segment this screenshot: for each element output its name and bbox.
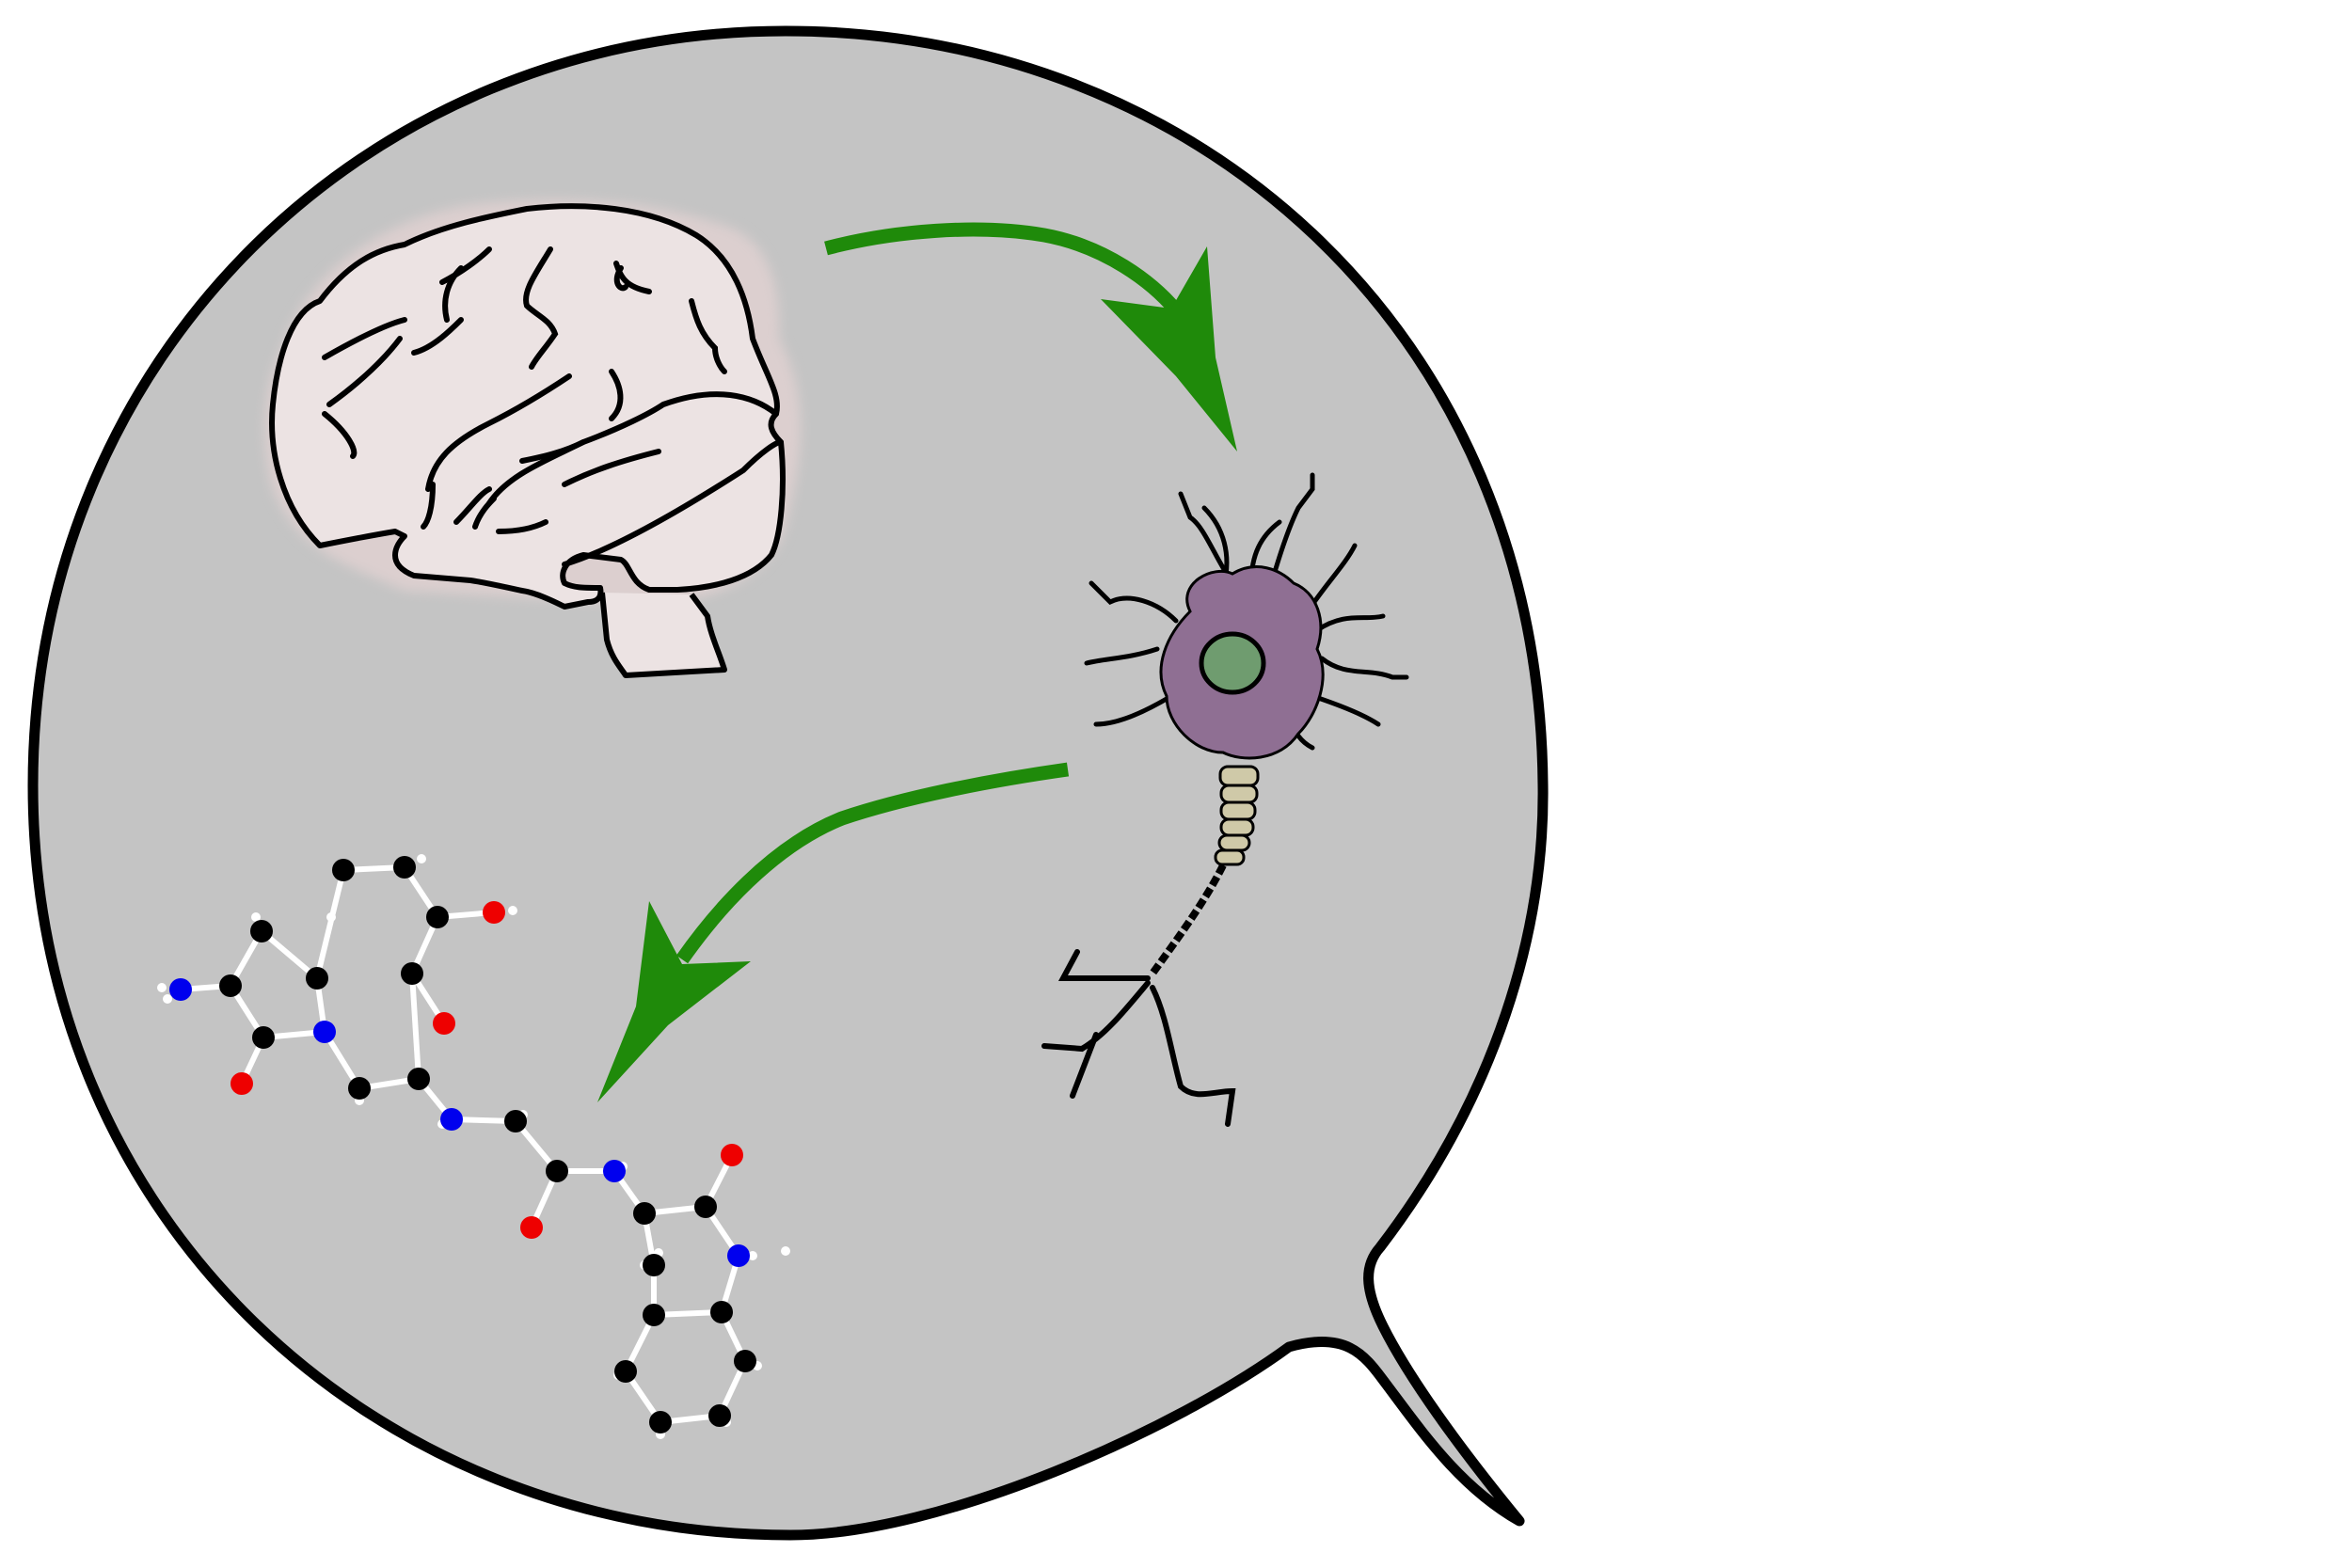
- oxygen-atom: [721, 1144, 743, 1166]
- arrow-shaft: [824, 222, 1182, 315]
- carbon-atom: [407, 1068, 430, 1090]
- brain-stem: [599, 592, 727, 678]
- nitrogen-atom: [727, 1244, 750, 1267]
- arrow-shaft: [675, 762, 1070, 964]
- oxygen-atom: [433, 1012, 455, 1035]
- carbon-atom: [710, 1301, 733, 1323]
- nitrogen-atom: [440, 1108, 463, 1131]
- brain-icon: [264, 199, 802, 678]
- bond: [314, 869, 346, 979]
- hydrogen-atom: [251, 912, 261, 922]
- carbon-atom: [708, 1404, 731, 1427]
- oxygen-atom: [520, 1216, 543, 1239]
- carbon-atom: [252, 1026, 275, 1049]
- hydrogen-atom: [326, 912, 336, 922]
- bond: [260, 928, 319, 981]
- axon-terminals: [1041, 949, 1236, 1127]
- arrow-head: [1101, 246, 1237, 451]
- arrow-brain-to-neuron: [824, 222, 1237, 451]
- carbon-atom: [694, 1196, 717, 1218]
- carbon-atom: [504, 1110, 527, 1132]
- hydrogen-atom: [508, 906, 517, 915]
- carbon-atom: [306, 967, 328, 990]
- speech-bubble: [27, 25, 1549, 1541]
- hydrogen-atom: [163, 994, 172, 1004]
- carbon-atom: [219, 974, 242, 997]
- bond: [409, 973, 421, 1080]
- carbon-atom: [401, 962, 423, 985]
- axon: [1149, 863, 1227, 976]
- carbon-atom: [734, 1350, 756, 1372]
- hydrogen-atom: [157, 983, 167, 992]
- carbon-atom: [643, 1254, 665, 1276]
- neuron-nucleus: [1199, 631, 1266, 695]
- neuron-dendrites: [1084, 472, 1409, 751]
- oxygen-atom: [483, 901, 505, 924]
- hydrogen-atom: [781, 1246, 790, 1256]
- carbon-atom: [250, 920, 273, 942]
- brain-folds: [322, 246, 784, 567]
- carbon-atom: [633, 1202, 656, 1225]
- arrow-neuron-to-molecule: [597, 762, 1070, 1102]
- neuron-icon: [1041, 472, 1409, 1127]
- oxygen-atom: [230, 1072, 253, 1095]
- carbon-atom: [332, 859, 355, 881]
- carbon-atom: [614, 1360, 637, 1383]
- carbon-atom: [649, 1411, 672, 1433]
- arrow-head: [597, 901, 751, 1102]
- bond: [653, 1309, 723, 1318]
- carbon-atom: [426, 906, 449, 928]
- brain-outline: [269, 203, 786, 610]
- carbon-atom: [546, 1160, 568, 1182]
- hydrogen-atom: [748, 1251, 757, 1260]
- molecule-icon: [157, 854, 790, 1439]
- nitrogen-atom: [313, 1021, 336, 1043]
- myelin-sheath: [1214, 765, 1260, 866]
- molecule-atoms: [157, 854, 790, 1439]
- nitrogen-atom: [603, 1160, 626, 1182]
- carbon-atom: [348, 1077, 371, 1100]
- carbon-atom: [643, 1304, 665, 1326]
- nitrogen-atom: [169, 978, 192, 1001]
- carbon-atom: [393, 856, 416, 879]
- hydrogen-atom: [417, 854, 426, 863]
